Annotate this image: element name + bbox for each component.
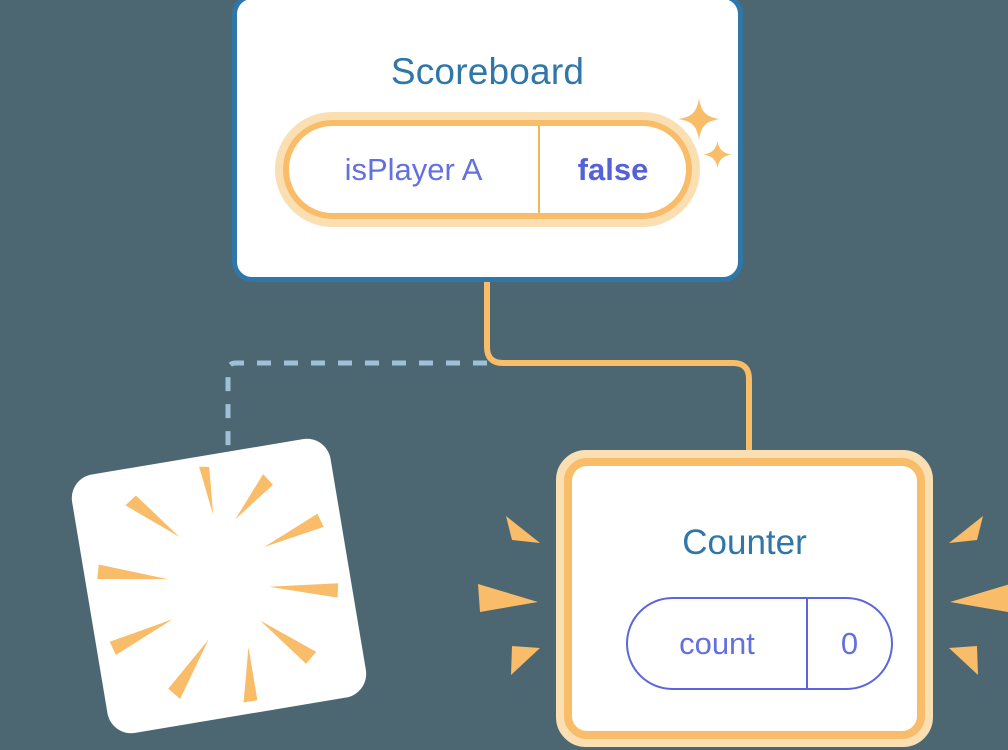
solid-connector-path <box>484 282 752 462</box>
counter-card-inner: Counter count 0 <box>564 458 925 739</box>
counter-card[interactable]: Counter count 0 <box>556 450 933 747</box>
scoreboard-state-pill-inner: isPlayer A false <box>283 120 692 219</box>
sparkle-large-icon <box>678 98 720 140</box>
scoreboard-title: Scoreboard <box>390 51 585 92</box>
pill-divider <box>538 126 540 213</box>
counter-state-pill[interactable]: count 0 <box>626 597 893 690</box>
counter-state-value: 0 <box>840 625 859 661</box>
scoreboard-state-pill[interactable]: isPlayer A false <box>275 112 700 227</box>
counter-ray-left-mid <box>478 584 538 612</box>
sparkle-small-icon <box>703 141 732 168</box>
counter-ray-right-top <box>949 516 983 543</box>
counter-ray-left-top <box>506 516 540 543</box>
counter-ray-right-bottom <box>949 646 978 675</box>
counter-title: Counter <box>682 523 807 562</box>
scoreboard-state-key: isPlayer A <box>344 151 483 187</box>
counter-pill-divider <box>806 599 808 688</box>
counter-state-key: count <box>679 625 755 661</box>
scoreboard-card[interactable]: Scoreboard isPlayer A false <box>232 0 743 282</box>
counter-ray-right-mid <box>950 584 1008 612</box>
burst-rays-icon <box>97 466 339 703</box>
counter-ray-left-bottom <box>511 646 540 675</box>
burst-card[interactable] <box>68 435 370 737</box>
scoreboard-state-value: false <box>577 151 649 187</box>
